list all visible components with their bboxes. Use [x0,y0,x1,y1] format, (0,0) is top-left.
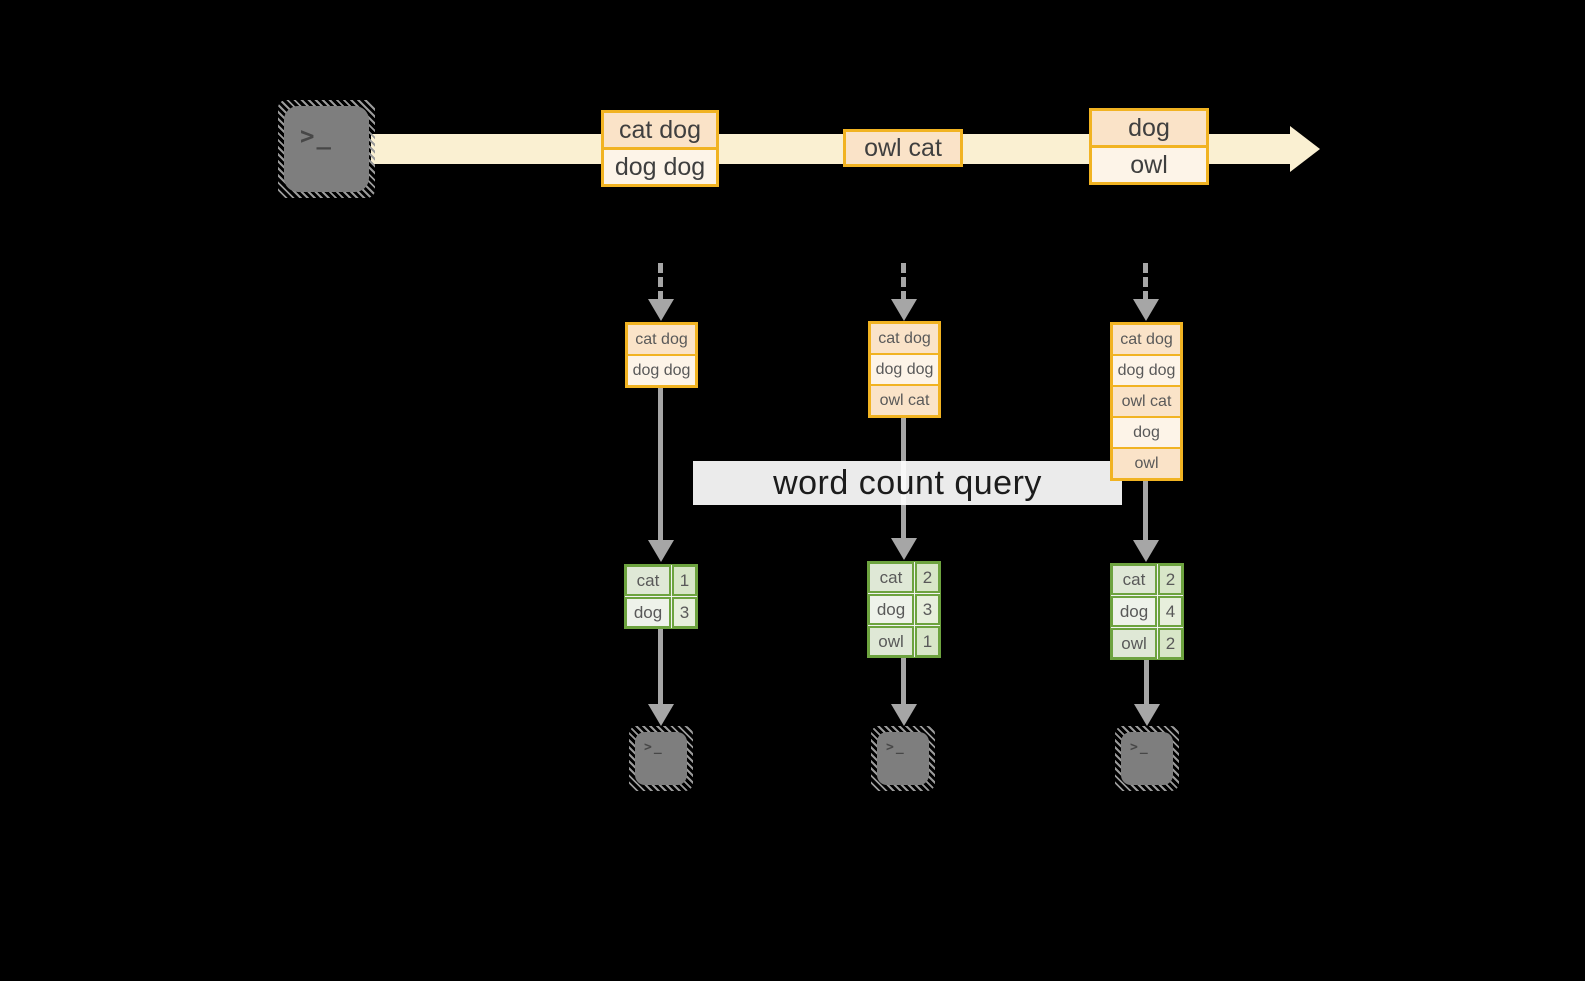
stream-event-2: owl cat [843,129,963,167]
table-cell-count: 3 [915,594,940,625]
dashed-arrow-line [1143,263,1148,301]
batch-row: dog dog [628,354,695,385]
terminal-screen: >_ [1121,732,1173,785]
table-cell-word: owl [868,626,914,657]
source-terminal-icon: >_ [278,100,375,198]
table-cell-word: dog [625,597,671,628]
stream-event-1: cat dog dog dog [601,110,719,187]
terminal-prompt-icon: >_ [1130,740,1150,755]
table-cell-count: 4 [1158,596,1183,627]
sink-terminal-icon-1: >_ [629,726,693,791]
word-count-query-band: word count query [693,461,1122,505]
terminal-screen: >_ [635,732,687,785]
solid-arrow-line [1143,481,1148,540]
batch-row: cat dog [1113,325,1180,354]
table-cell-count: 2 [1158,564,1183,595]
micro-batch-input-3: cat dog dog dog owl cat dog owl [1110,322,1183,481]
table-cell-word: dog [868,594,914,625]
stream-event-row: cat dog [604,113,716,147]
dashed-arrow-head-icon [891,299,917,321]
solid-arrow-head-icon [891,704,917,726]
table-cell-count: 2 [1158,628,1183,659]
result-table-2: cat 2 dog 3 owl 1 [867,561,941,658]
stream-arrow-head-icon [1290,126,1320,172]
word-count-query-label: word count query [773,463,1042,502]
solid-arrow-line [658,629,663,704]
stream-event-row: owl [1092,145,1206,182]
terminal-screen: >_ [284,106,369,192]
table-cell-word: dog [1111,596,1157,627]
table-cell-word: cat [868,562,914,593]
solid-arrow-head-icon [1134,704,1160,726]
table-cell-count: 1 [672,565,697,596]
micro-batch-input-2: cat dog dog dog owl cat [868,321,941,418]
dashed-arrow-line [658,263,663,301]
micro-batch-input-1: cat dog dog dog [625,322,698,388]
solid-arrow-line [901,658,906,704]
batch-row: cat dog [871,324,938,353]
stream-event-row: owl cat [846,132,960,164]
terminal-prompt-icon: >_ [644,740,664,755]
dashed-arrow-head-icon [1133,299,1159,321]
batch-row: owl cat [1113,385,1180,416]
table-cell-word: cat [625,565,671,596]
terminal-screen: >_ [877,732,929,785]
dashed-arrow-head-icon [648,299,674,321]
sink-terminal-icon-3: >_ [1115,726,1179,791]
result-table-1: cat 1 dog 3 [624,564,698,629]
table-cell-count: 2 [915,562,940,593]
terminal-prompt-icon: >_ [886,740,906,755]
result-table-3: cat 2 dog 4 owl 2 [1110,563,1184,660]
sink-terminal-icon-2: >_ [871,726,935,791]
batch-row: cat dog [628,325,695,354]
batch-row: dog [1113,416,1180,447]
solid-arrow-line [1144,660,1149,704]
solid-arrow-head-icon [1133,540,1159,562]
batch-row: dog dog [871,353,938,384]
batch-row: dog dog [1113,354,1180,385]
table-cell-word: owl [1111,628,1157,659]
table-cell-count: 3 [672,597,697,628]
stream-event-row: dog dog [604,147,716,184]
dashed-arrow-line [901,263,906,301]
stream-event-row: dog [1092,111,1206,145]
table-cell-word: cat [1111,564,1157,595]
solid-arrow-head-icon [648,540,674,562]
solid-arrow-head-icon [648,704,674,726]
table-cell-count: 1 [915,626,940,657]
solid-arrow-head-icon [891,538,917,560]
stream-event-3: dog owl [1089,108,1209,185]
terminal-prompt-icon: >_ [300,122,333,150]
batch-row: owl cat [871,384,938,415]
solid-arrow-line [658,388,663,540]
batch-row: owl [1113,447,1180,478]
